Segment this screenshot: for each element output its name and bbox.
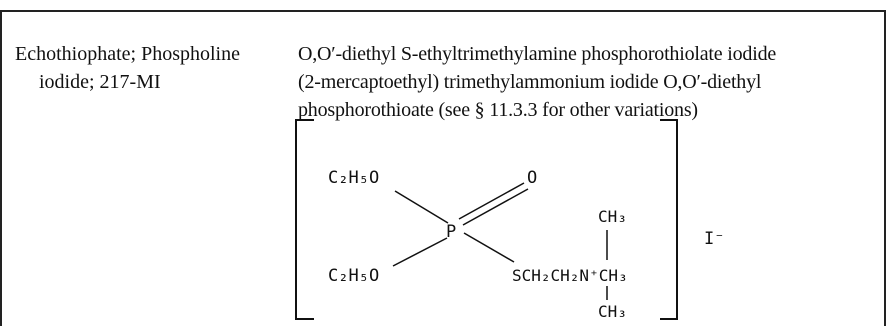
bond-p-sulfur <box>463 232 515 263</box>
double-bond-b <box>462 188 529 226</box>
compound-name-line-2: iodide; 217-MI <box>39 71 161 93</box>
description-line-2: (2-mercaptoethyl) trimethylammonium iodi… <box>298 71 762 93</box>
description-line-1: O,O′-diethyl S-ethyltrimethylamine phosp… <box>298 43 777 65</box>
phosphorus-atom: P <box>446 222 456 242</box>
bond-ethoxy-bottom <box>392 237 448 267</box>
ethoxy-top-label: C₂H₅O <box>328 168 379 188</box>
compound-names: Echothiophate; Phospholine iodide; 217-M… <box>15 40 290 96</box>
right-bracket <box>660 119 678 320</box>
table-row-frame <box>0 10 886 326</box>
bond-ethoxy-top <box>394 190 449 224</box>
oxygen-atom: O <box>527 168 537 188</box>
thio-ethyl-ammonium-chain: SCH₂CH₂N⁺CH₃ <box>512 266 628 285</box>
chemical-description: O,O′-diethyl S-ethyltrimethylamine phosp… <box>298 40 886 124</box>
ethoxy-bottom-label: C₂H₅O <box>328 266 379 286</box>
methyl-top: CH₃ <box>598 207 627 226</box>
methyl-bottom: CH₃ <box>598 302 627 321</box>
description-line-3: phosphorothioate (see § 11.3.3 for other… <box>298 99 698 121</box>
double-bond-a <box>458 182 525 220</box>
scan-top-edge <box>0 0 888 8</box>
left-bracket <box>295 119 314 320</box>
iodide-counter-ion: I⁻ <box>704 229 724 249</box>
compound-name-line-1: Echothiophate; Phospholine <box>15 43 240 65</box>
